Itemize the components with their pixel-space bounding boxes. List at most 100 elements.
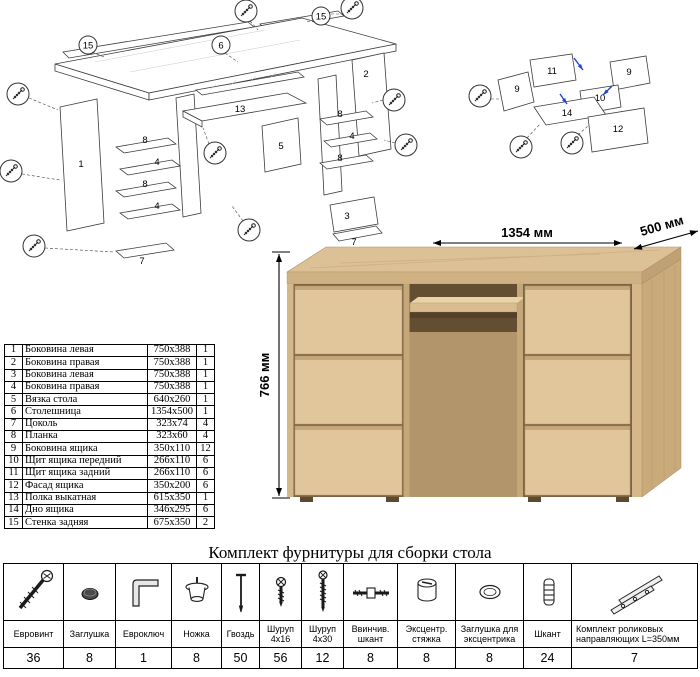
render-keyboard-tray bbox=[409, 297, 525, 318]
part-label: 13 bbox=[235, 104, 246, 115]
drawer-back bbox=[529, 53, 577, 88]
product-render: 1354 мм 500 мм 766 мм bbox=[257, 212, 699, 502]
part-size: 640х260 bbox=[147, 393, 197, 407]
hardware-qty: 56 bbox=[259, 647, 302, 669]
part-size: 346х295 bbox=[147, 503, 197, 518]
part-label: 9 bbox=[514, 84, 519, 95]
part-label: 7 bbox=[351, 237, 356, 248]
part-num: 6 bbox=[4, 405, 23, 419]
hardware-icon-cell bbox=[259, 563, 302, 621]
dimension-depth: 500 мм bbox=[633, 212, 699, 250]
diagrams-canvas: 15 6 15 1 8 4 8 4 7 13 5 2 bbox=[0, 0, 699, 502]
hardware-qty: 1 bbox=[115, 647, 172, 669]
part-size: 750х388 bbox=[147, 343, 197, 358]
part-size: 675х350 bbox=[147, 516, 197, 530]
furniture-foot-icon bbox=[185, 577, 209, 602]
part-size: 750х388 bbox=[147, 368, 197, 382]
screw-4x16-icon bbox=[275, 576, 286, 607]
drawer-facade bbox=[587, 107, 649, 153]
part-name: Стенка задняя bbox=[22, 516, 148, 530]
hardware-name: Шуруп 4х16 bbox=[259, 620, 302, 648]
side-panel-inner bbox=[175, 93, 202, 218]
hex-key-icon bbox=[131, 579, 159, 607]
part-size: 750х388 bbox=[147, 356, 197, 370]
hardware-kit-title: Комплект фурнитуры для сборки стола bbox=[208, 543, 492, 562]
hardware-icon-cell bbox=[343, 563, 398, 621]
part-name: Боковина правая bbox=[22, 380, 148, 395]
hardware-name: Шуруп 4х30 bbox=[301, 620, 344, 648]
hardware-name: Заглушка для эксцентрика bbox=[455, 620, 524, 648]
part-qty: 1 bbox=[196, 393, 215, 407]
part-qty: 4 bbox=[196, 417, 215, 432]
hardware-icon-cell bbox=[571, 563, 698, 621]
part-qty: 1 bbox=[196, 405, 215, 419]
part-size: 615х350 bbox=[147, 491, 197, 505]
part-label: 3 bbox=[344, 211, 349, 222]
hardware-icon-cell bbox=[171, 563, 222, 621]
part-num: 12 bbox=[4, 479, 23, 493]
part-size: 1354х500 bbox=[147, 405, 197, 419]
part-name: Вязка стола bbox=[22, 393, 148, 407]
exploded-view-desk: 15 6 15 1 8 4 8 4 7 13 5 2 bbox=[0, 0, 418, 267]
part-qty: 1 bbox=[196, 368, 215, 382]
part-qty: 6 bbox=[196, 479, 215, 493]
part-label: 4 bbox=[349, 131, 354, 142]
part-label: 6 bbox=[218, 41, 223, 52]
part-name: Планка bbox=[22, 430, 148, 444]
part-label: 12 bbox=[613, 124, 624, 135]
part-qty: 1 bbox=[196, 491, 215, 505]
cam-lock-icon bbox=[416, 578, 437, 602]
hardware-icon-cell bbox=[397, 563, 456, 621]
part-label: 8 bbox=[337, 109, 342, 120]
part-label: 9 bbox=[626, 67, 631, 78]
part-name: Боковина правая bbox=[22, 356, 148, 370]
hardware-name: Ножка bbox=[171, 620, 222, 648]
hardware-qty: 7 bbox=[571, 647, 698, 669]
side-panel-right bbox=[351, 52, 392, 157]
hardware-icon-cell bbox=[63, 563, 116, 621]
part-label: 7 bbox=[139, 256, 144, 267]
part-label: 5 bbox=[278, 141, 283, 152]
hardware-name-row: Евровинт Заглушка Евроключ Ножка Гвоздь … bbox=[3, 620, 698, 648]
part-name: Дно ящика bbox=[22, 503, 148, 518]
part-name: Боковина левая bbox=[22, 368, 148, 382]
part-num: 1 bbox=[4, 343, 23, 358]
hardware-qty: 50 bbox=[221, 647, 260, 669]
drawer-side bbox=[609, 55, 651, 91]
dimension-height-label: 766 мм bbox=[257, 353, 272, 398]
part-qty: 1 bbox=[196, 343, 215, 358]
hardware-name: Евровинт bbox=[3, 620, 64, 648]
euro-screw-icon bbox=[18, 569, 53, 610]
part-size: 266х110 bbox=[147, 454, 197, 468]
part-size: 266х110 bbox=[147, 466, 197, 481]
hardware-icon-cell bbox=[115, 563, 172, 621]
part-label: 15 bbox=[83, 41, 94, 52]
part-num: 8 bbox=[4, 430, 23, 444]
hardware-kit-table: Евровинт Заглушка Евроключ Ножка Гвоздь … bbox=[3, 563, 698, 669]
part-size: 750х388 bbox=[147, 380, 197, 395]
part-qty: 12 bbox=[196, 442, 215, 456]
part-label: 10 bbox=[595, 93, 606, 104]
part-qty: 2 bbox=[196, 516, 215, 530]
part-num: 15 bbox=[4, 516, 23, 530]
cover-cap-icon bbox=[81, 588, 98, 600]
part-name: Щит ящика задний bbox=[22, 466, 148, 481]
wood-dowel-icon bbox=[543, 578, 555, 606]
part-qty: 4 bbox=[196, 430, 215, 444]
part-num: 4 bbox=[4, 380, 23, 395]
hardware-callouts bbox=[0, 0, 418, 258]
part-num: 9 bbox=[4, 442, 23, 456]
drawer-slides-icon bbox=[609, 575, 663, 615]
hardware-qty: 12 bbox=[301, 647, 344, 669]
hardware-icon-cell bbox=[455, 563, 524, 621]
screw-4x30-icon bbox=[317, 570, 328, 612]
